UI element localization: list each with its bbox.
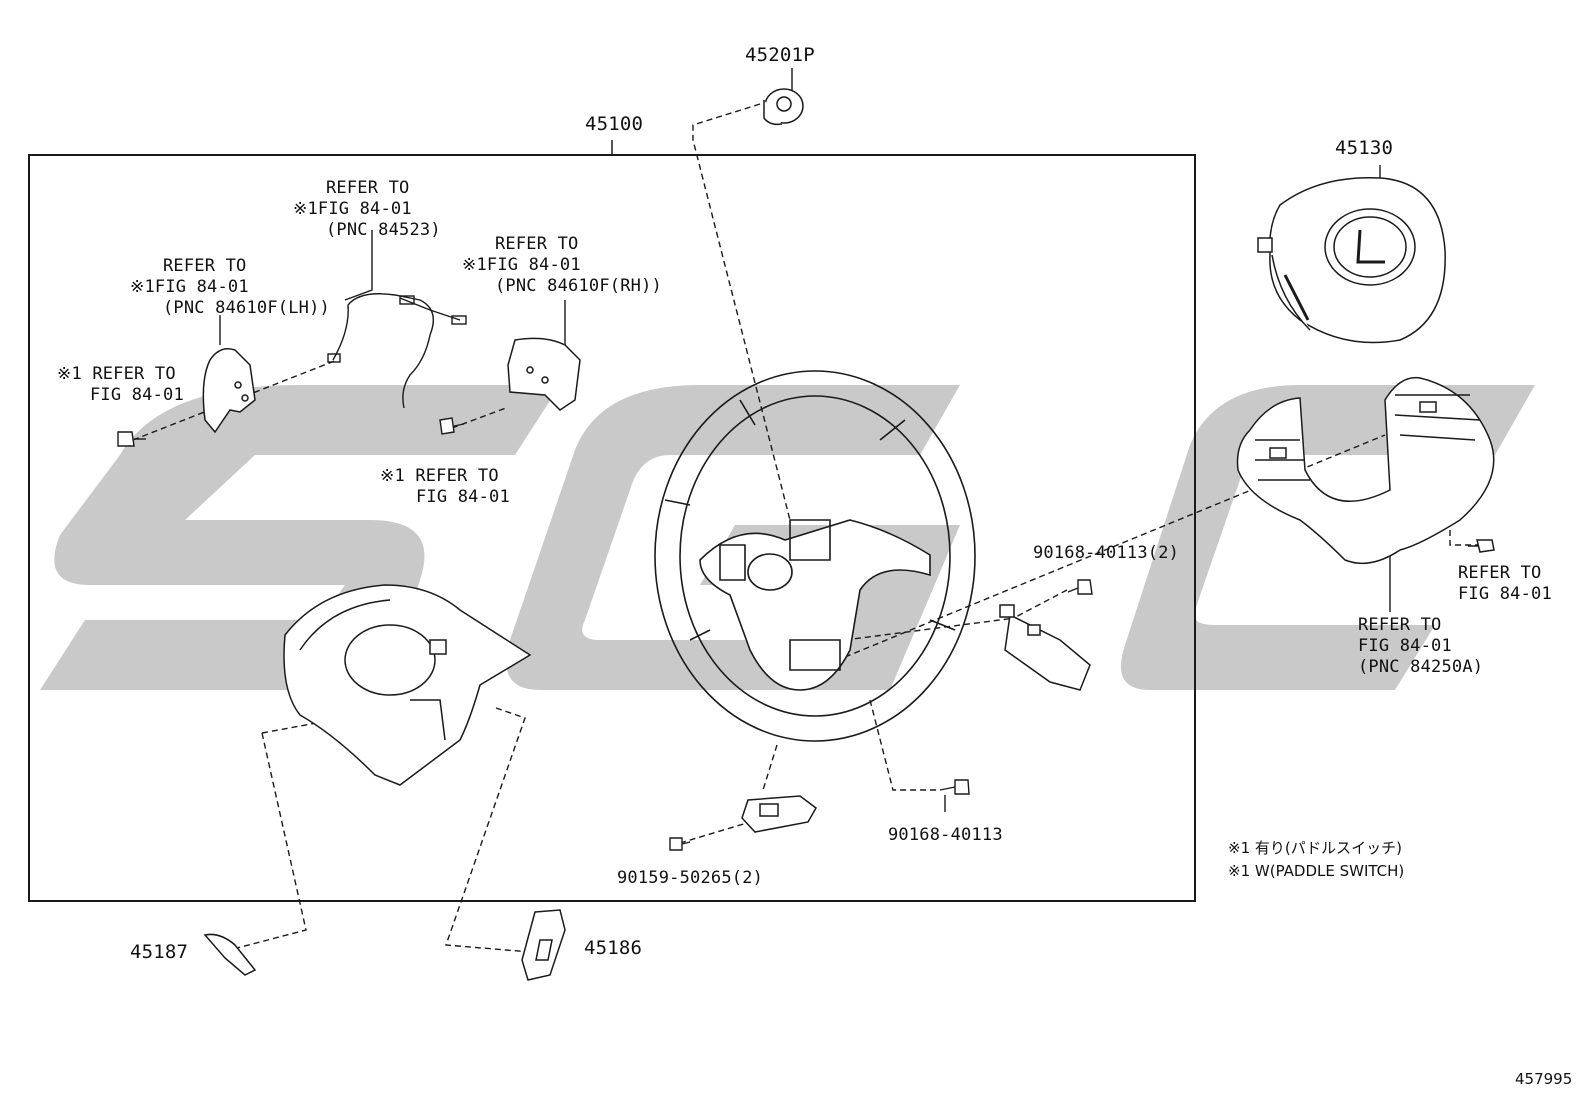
ref-pnc84250a-line2: FIG 84-01 xyxy=(1358,636,1452,656)
cap-45201P xyxy=(763,88,804,126)
bolt-left xyxy=(117,431,146,447)
lower-cover xyxy=(283,584,532,786)
label-90168-40113: 90168-40113 xyxy=(888,825,1003,845)
leader-switch xyxy=(844,434,1386,658)
leader-connector xyxy=(762,744,778,791)
leader-45186 xyxy=(445,707,531,953)
ref-fig-center-line1: ※1 REFER TO xyxy=(380,466,499,486)
control-module xyxy=(999,604,1091,691)
footnote-en: ※1 W(PADDLE SWITCH) xyxy=(1228,862,1405,880)
figure-number: 457995 xyxy=(1515,1070,1573,1088)
leader-84523 xyxy=(344,230,373,301)
ref-pnc84610lh-line2: ※1FIG 84-01 xyxy=(130,277,249,297)
ref-pnc84610lh-line3: (PNC 84610F(LH)) xyxy=(163,298,330,318)
steering-wheel xyxy=(654,370,976,742)
leader-paddle-lh xyxy=(132,359,338,441)
label-45130: 45130 xyxy=(1335,137,1394,159)
connector xyxy=(741,795,817,833)
ref-pnc84610rh-line2: ※1FIG 84-01 xyxy=(462,255,581,275)
ref-pnc84523-line1: REFER TO xyxy=(326,178,410,198)
ref-pnc84250a-line3: (PNC 84250A) xyxy=(1358,657,1484,677)
leader-module xyxy=(844,617,1016,641)
bolt-90159 xyxy=(669,837,691,851)
bolt-center xyxy=(439,417,465,435)
ref-fig-center-line2: FIG 84-01 xyxy=(416,487,510,507)
ref-fig-left-line2: FIG 84-01 xyxy=(90,385,184,405)
label-90168-40113-2: 90168-40113(2) xyxy=(1033,543,1180,563)
wire-harness xyxy=(327,293,467,409)
leader-45187 xyxy=(236,732,307,949)
ref-pnc84610rh-line1: REFER TO xyxy=(495,234,579,254)
label-45187: 45187 xyxy=(130,941,189,963)
ref-fig-right-line2: FIG 84-01 xyxy=(1458,584,1552,604)
label-45186: 45186 xyxy=(584,937,643,959)
ref-fig-right-line1: REFER TO xyxy=(1458,563,1542,583)
ref-pnc84610lh-line1: REFER TO xyxy=(163,256,247,276)
cover-45186 xyxy=(521,909,566,981)
footnote-jp: ※1 有り(パドルスイッチ) xyxy=(1228,839,1403,857)
leader-90168 xyxy=(869,699,938,791)
leader-switch-screw xyxy=(1449,430,1480,546)
ref-pnc84610rh-line3: (PNC 84610F(RH)) xyxy=(495,276,662,296)
ref-fig-left-line1: ※1 REFER TO xyxy=(57,364,176,384)
leader-bolt-right xyxy=(1009,589,1068,621)
cover-45187 xyxy=(203,933,257,976)
ref-pnc84250a-line1: REFER TO xyxy=(1358,615,1442,635)
paddle-switch-lh xyxy=(202,348,256,434)
label-45201P: 45201P xyxy=(745,44,815,66)
label-90159-50265-2: 90159-50265(2) xyxy=(617,868,764,888)
steering-switch-cover xyxy=(1236,376,1495,565)
label-45100: 45100 xyxy=(585,113,644,135)
screw-right xyxy=(1468,539,1495,553)
ref-pnc84523-line3: (PNC 84523) xyxy=(326,220,441,240)
bolt-90168-2 xyxy=(1067,579,1093,595)
leader-90159 xyxy=(679,822,748,844)
airbag-45130 xyxy=(1257,176,1446,344)
ref-pnc84523-line2: ※1FIG 84-01 xyxy=(293,199,412,219)
bolt-90168 xyxy=(939,779,970,795)
leader-45201P xyxy=(692,103,791,521)
paddle-switch-rh xyxy=(507,337,581,411)
